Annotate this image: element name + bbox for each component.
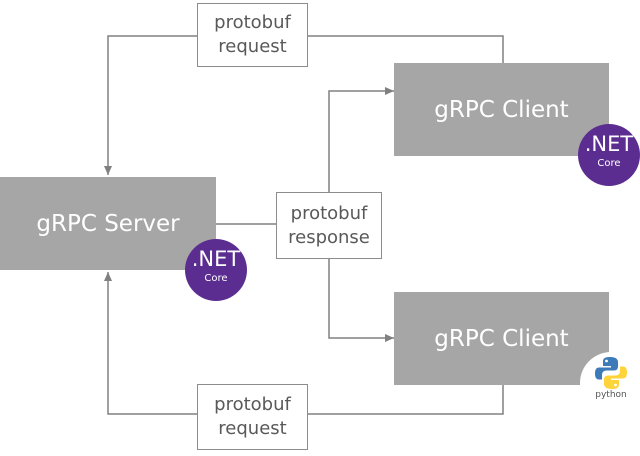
grpc-client-top-label: gRPC Client: [434, 96, 569, 123]
bottom-request-label-line2: request: [218, 418, 287, 439]
dotnet-text: .NET: [584, 132, 634, 156]
response-to-top-client-line: [328, 87, 394, 192]
response-label-line1: protobuf: [290, 202, 368, 224]
top-request-label-line1: protobuf: [214, 12, 291, 33]
dotnet-core-text: Core: [597, 158, 621, 169]
grpc-client-bottom-node: gRPC Client: [394, 292, 609, 385]
python-logo-icon: [595, 357, 627, 389]
dotnet-core-badge-server: .NET Core: [185, 239, 247, 301]
dotnet-core-badge-client: .NET Core: [578, 124, 640, 186]
response-to-bottom-client-line: [328, 259, 394, 342]
grpc-client-bottom-label: gRPC Client: [434, 325, 569, 352]
grpc-client-top-node: gRPC Client: [394, 63, 609, 156]
response-label: protobuf response: [276, 192, 382, 259]
python-wordmark: python: [595, 390, 627, 400]
response-label-line2: response: [288, 226, 370, 248]
bottom-request-label-line1: protobuf: [214, 394, 291, 415]
grpc-server-label: gRPC Server: [36, 210, 180, 237]
python-badge: python: [580, 352, 640, 414]
top-request-label: protobuf request: [197, 3, 308, 67]
dotnet-core-text: Core: [204, 273, 228, 284]
grpc-server-node: gRPC Server: [0, 177, 216, 270]
top-request-label-line2: request: [218, 36, 287, 57]
bottom-request-label: protobuf request: [197, 384, 308, 450]
dotnet-text: .NET: [191, 247, 241, 271]
